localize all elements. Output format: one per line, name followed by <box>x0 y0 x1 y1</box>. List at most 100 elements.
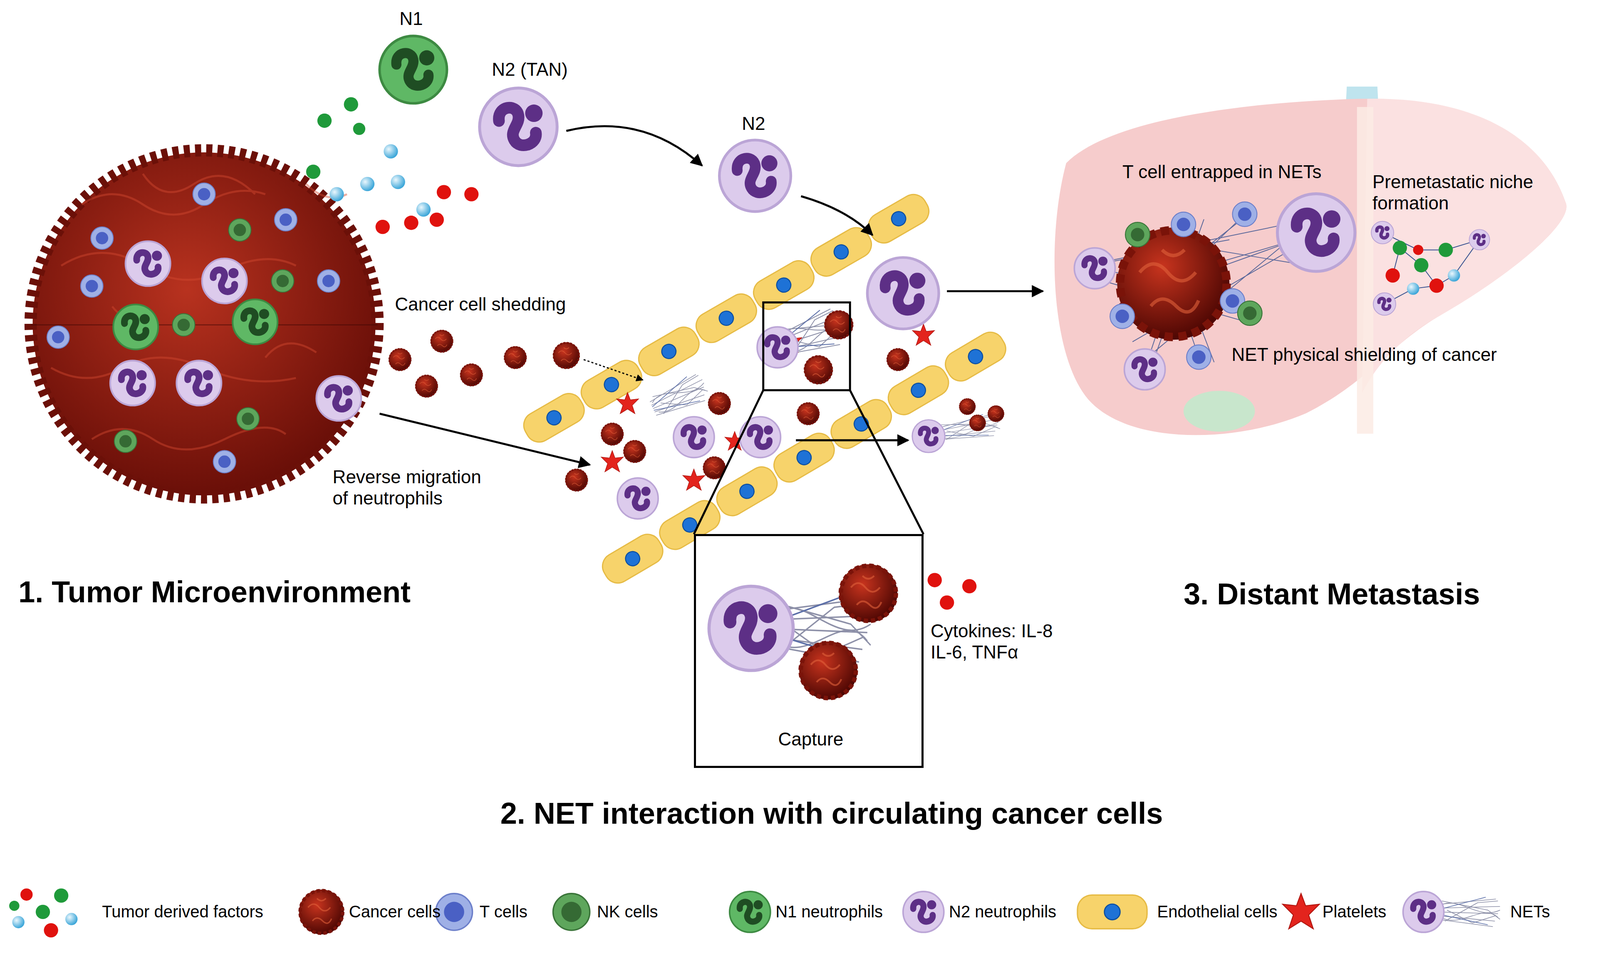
tumor-derived-factors <box>403 215 419 230</box>
legend-icons <box>12 915 25 928</box>
vessel-contents <box>708 391 731 415</box>
metastasis-cells <box>1237 301 1263 326</box>
metastasis-cells <box>1124 349 1166 390</box>
vessel-contents <box>804 355 833 384</box>
legend-icons <box>729 891 771 932</box>
tumor-cells <box>172 313 196 337</box>
zoom-frame <box>849 390 924 535</box>
metastasis-cells <box>1186 344 1212 370</box>
legend-icons <box>552 893 590 930</box>
section-heading: 2. NET interaction with circulating canc… <box>428 795 1235 831</box>
legend-icons <box>65 912 78 925</box>
vessel-contents <box>912 419 945 453</box>
legend-text: NK cells <box>596 901 659 921</box>
vessel-wall <box>518 388 589 447</box>
shed-cancer-cells <box>460 363 483 387</box>
tumor-derived-factors <box>329 186 344 201</box>
metastasis-cells <box>1110 304 1135 329</box>
metastasis-cells <box>1125 222 1150 248</box>
legend-text: NETs <box>1510 901 1551 921</box>
liver-shape <box>1054 99 1567 436</box>
legend-icons <box>1403 891 1444 932</box>
vessel-contents <box>623 440 647 463</box>
metastasis-cells <box>1171 212 1197 237</box>
zoom-frame <box>763 302 850 391</box>
flow-arrows <box>566 126 702 166</box>
premetastatic-niche <box>1438 242 1453 258</box>
legend-icons <box>1282 893 1320 929</box>
zoom-frame <box>693 390 764 535</box>
tumor-derived-factors <box>317 113 332 128</box>
section-heading: 1. Tumor Microenvironment <box>18 574 411 610</box>
process-label: Cancer cell shedding <box>394 293 566 315</box>
tumor-cells <box>274 208 298 231</box>
vessel-contents <box>646 371 711 422</box>
tumor-derived-factors <box>375 219 390 234</box>
vessel-contents <box>682 468 705 491</box>
premetastatic-niche <box>1448 269 1461 282</box>
tumor-cells <box>114 429 137 453</box>
premetastatic-niche <box>1429 278 1444 293</box>
legend-text: T cells <box>479 901 528 921</box>
vessel-wall <box>691 289 762 348</box>
tumor-derived-factors <box>360 176 375 191</box>
vessel-contents <box>617 477 659 519</box>
section-heading: 3. Distant Metastasis <box>1183 576 1480 612</box>
legend-icons <box>43 922 58 937</box>
neutrophil-figures <box>719 140 791 212</box>
tumor-cells <box>317 269 340 293</box>
liver-illustration <box>1050 86 1572 454</box>
neutrophil-figures <box>379 35 791 212</box>
vessel-wall <box>940 326 1011 386</box>
shed-cancer-cells <box>430 329 454 353</box>
tumor-cells <box>202 258 248 304</box>
cytokine-dots <box>962 578 977 593</box>
net-strands <box>1091 209 1306 363</box>
legend-icons <box>435 893 473 930</box>
vessel-wall <box>518 189 1011 588</box>
legend-icons <box>1077 894 1147 929</box>
legend-icons <box>54 887 69 902</box>
liver-shape <box>1357 107 1374 434</box>
zoom-frame <box>693 302 924 535</box>
premetastatic-niche <box>1392 240 1407 256</box>
legend-icons <box>35 904 50 919</box>
premetastatic-niche <box>1371 221 1395 244</box>
legend-icons <box>9 900 20 911</box>
shed-cancer-cells <box>388 329 580 398</box>
tumor-derived-factors <box>306 164 321 179</box>
tumor-mass <box>30 150 378 498</box>
flow-arrows <box>379 126 1043 465</box>
neutrophil-figures <box>479 87 558 166</box>
vessel-wall <box>826 394 897 454</box>
legend-icons <box>299 889 345 934</box>
legend-text: Cancer cells <box>349 901 441 921</box>
tumor-derived-factors <box>383 143 398 159</box>
legend-text: Endothelial cells <box>1156 901 1278 921</box>
vessel-contents <box>565 468 588 491</box>
premetastatic-niche <box>1414 258 1429 273</box>
tumor-cells <box>193 183 216 206</box>
premetastatic-niche <box>1385 268 1400 283</box>
tumor-cells <box>176 360 222 406</box>
legend-text: Platelets <box>1322 901 1387 921</box>
vessel-contents <box>601 450 624 472</box>
premetastatic-niche <box>1406 282 1420 295</box>
premetastatic-niche <box>1413 245 1424 256</box>
tumor-derived-factors <box>353 122 366 135</box>
process-label: Reverse migration of neutrophils <box>332 466 489 509</box>
tumor-cells <box>90 226 114 250</box>
liver-shape <box>1054 86 1567 435</box>
flow-arrows <box>946 289 1043 293</box>
organ-note: NET physical shielding of cancer <box>1231 344 1498 366</box>
vessel-contents <box>673 416 715 458</box>
tumor-cells <box>113 304 159 350</box>
tumor-derived-factors <box>429 212 444 227</box>
vessel-wall <box>597 529 668 588</box>
legend-icons <box>20 887 33 900</box>
tumor-mass <box>30 324 378 325</box>
metastasis-cells <box>1074 247 1116 289</box>
zoom-box: Capture <box>693 533 924 768</box>
liver-organ: T cell entrapped in NETsPremetastatic ni… <box>1050 86 1572 454</box>
vessel-wall <box>748 255 819 315</box>
